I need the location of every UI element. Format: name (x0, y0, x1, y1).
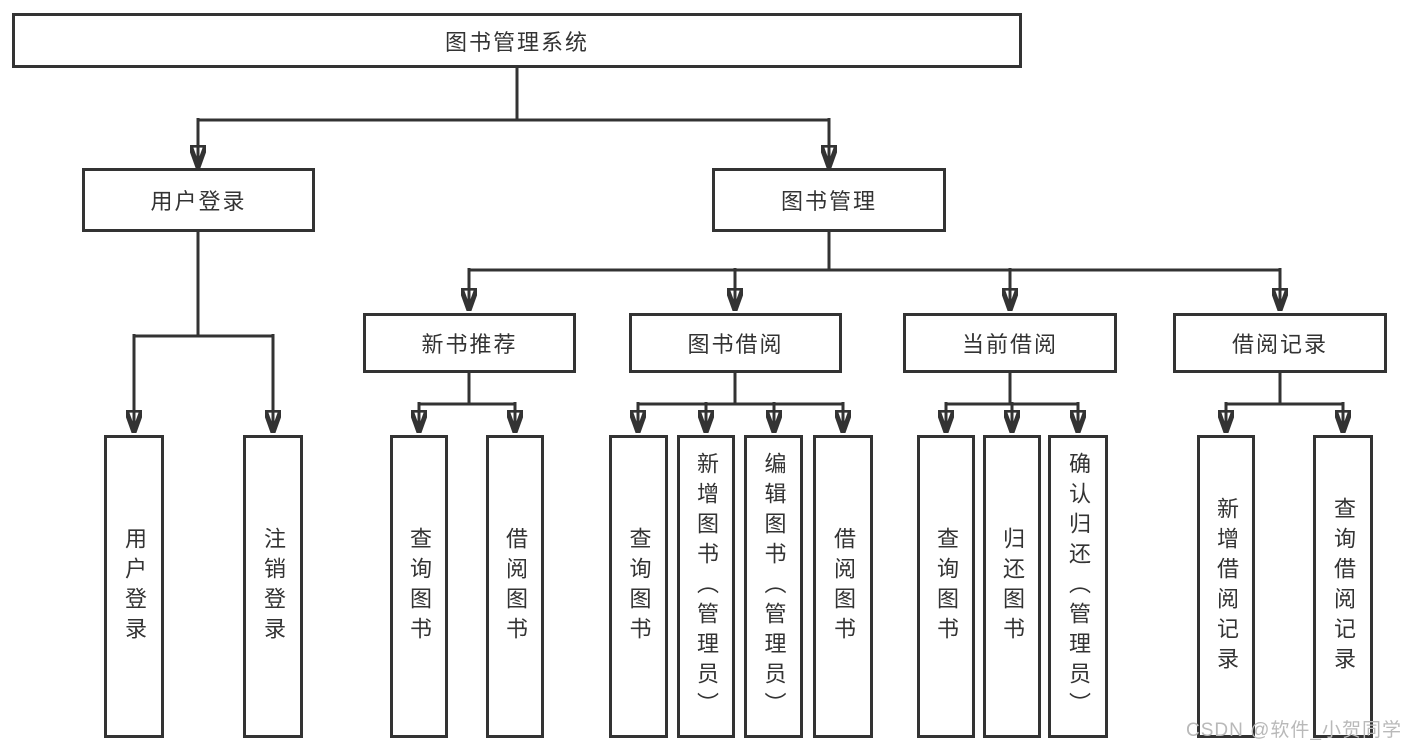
node-book-borrowing: 图书借阅 (629, 313, 842, 373)
node-current-borrowing: 当前借阅 (903, 313, 1117, 373)
node-user-login: 用户登录 (82, 168, 315, 232)
leaf-borrow-books-recommend: 借阅图书 (486, 435, 544, 738)
node-book-management: 图书管理 (712, 168, 946, 232)
leaf-query-borrow-record: 查询借阅记录 (1313, 435, 1373, 738)
leaf-query-books-borrow: 查询图书 (609, 435, 668, 738)
leaf-add-borrow-record: 新增借阅记录 (1197, 435, 1255, 738)
node-new-book-recommendation: 新书推荐 (363, 313, 576, 373)
leaf-return-books: 归还图书 (983, 435, 1041, 738)
node-library-system: 图书管理系统 (12, 13, 1022, 68)
leaf-logout: 注销登录 (243, 435, 303, 738)
leaf-user-login: 用户登录 (104, 435, 164, 738)
node-borrowing-records: 借阅记录 (1173, 313, 1387, 373)
leaf-confirm-return-admin: 确认归还（管理员） (1048, 435, 1108, 738)
leaf-edit-book-admin: 编辑图书（管理员） (744, 435, 803, 738)
leaf-query-books-recommend: 查询图书 (390, 435, 448, 738)
leaf-borrow-books: 借阅图书 (813, 435, 873, 738)
leaf-add-book-admin: 新增图书（管理员） (677, 435, 735, 738)
csdn-watermark: CSDN @软件_小贺同学 (1186, 720, 1402, 741)
leaf-query-books-current: 查询图书 (917, 435, 975, 738)
